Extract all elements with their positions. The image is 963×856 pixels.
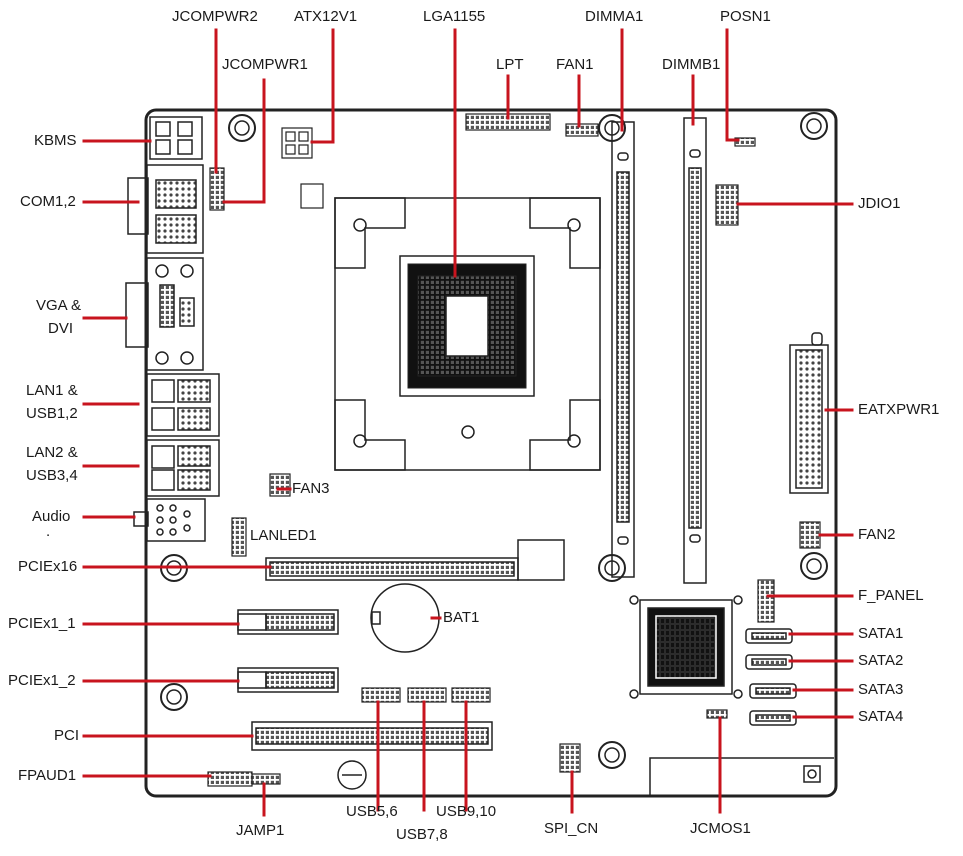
label-atx12v1: ATX12V1	[294, 8, 358, 25]
label-pciex16: PCIEx16	[18, 558, 78, 575]
label-f-panel: F_PANEL	[858, 587, 924, 604]
corner-box	[649, 757, 834, 796]
cpu-socket	[334, 197, 601, 471]
label-usb910: USB9,10	[436, 803, 497, 820]
label-usb56: USB5,6	[346, 803, 398, 820]
label-jcompwr1: JCOMPWR1	[222, 56, 308, 73]
label-sata3: SATA3	[858, 681, 904, 698]
label-posn1: POSN1	[720, 8, 771, 25]
label-jcmos1: JCMOS1	[690, 820, 751, 837]
dimm-slots	[611, 117, 707, 584]
label-fan3: FAN3	[292, 480, 330, 497]
label-eatxpwr1: EATXPWR1	[858, 401, 940, 418]
label-audio-dot: .	[46, 523, 51, 540]
expansion-slots	[237, 539, 565, 751]
label-sata1: SATA1	[858, 625, 904, 642]
label-fan1: FAN1	[556, 56, 594, 73]
label-pciex1-1: PCIEx1_1	[8, 615, 76, 632]
label-pciex1-2: PCIEx1_2	[8, 672, 76, 689]
atx-power-connector	[789, 332, 829, 494]
label-lan1-line2: USB1,2	[26, 405, 78, 422]
label-sata4: SATA4	[858, 708, 904, 725]
chipset	[629, 595, 743, 699]
rear-io	[125, 116, 220, 542]
label-audio: Audio	[32, 508, 71, 525]
label-lpt: LPT	[496, 56, 524, 73]
label-jamp1: JAMP1	[236, 822, 285, 839]
label-lan2-line2: USB3,4	[26, 467, 78, 484]
label-lga1155: LGA1155	[423, 8, 486, 25]
label-dimma1: DIMMA1	[585, 8, 644, 25]
label-dimmb1: DIMMB1	[662, 56, 721, 73]
leader-lines	[82, 28, 854, 817]
label-vga-dvi-line2: DVI	[48, 320, 74, 337]
label-sata2: SATA2	[858, 652, 904, 669]
label-usb78: USB7,8	[396, 826, 448, 843]
label-fan2: FAN2	[858, 526, 896, 543]
label-lan1-line1: LAN1 &	[26, 382, 78, 399]
label-fpaud1: FPAUD1	[18, 767, 77, 784]
label-kbms: KBMS	[34, 132, 77, 149]
label-com12: COM1,2	[20, 193, 76, 210]
label-jdio1: JDIO1	[858, 195, 901, 212]
label-pci: PCI	[54, 727, 80, 744]
label-vga-dvi-line1: VGA &	[36, 297, 82, 314]
label-spi-cn: SPI_CN	[544, 820, 599, 837]
label-lanled1: LANLED1	[250, 527, 317, 544]
label-lan2-line1: LAN2 &	[26, 444, 78, 461]
label-bat1: BAT1	[443, 609, 480, 626]
label-jcompwr2: JCOMPWR2	[172, 8, 258, 25]
